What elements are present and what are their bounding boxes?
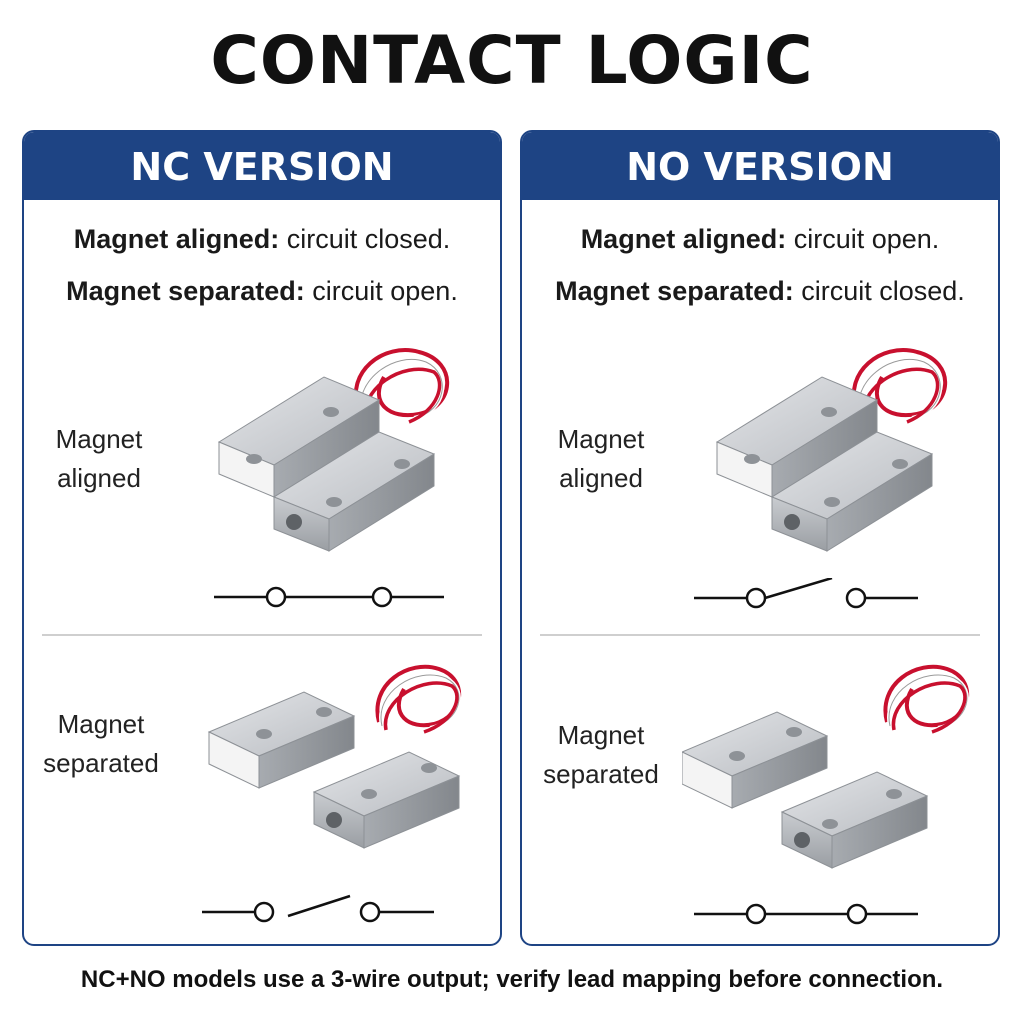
- no-separated-rule-value: circuit closed.: [801, 276, 965, 306]
- magnet-body-icon: [312, 751, 461, 849]
- switch-body-icon: [715, 376, 879, 498]
- nc-divider: [42, 634, 482, 636]
- no-aligned-circuit-open: [694, 576, 954, 618]
- magnet-body-icon: [272, 431, 436, 552]
- wire-coil-icon: [375, 664, 462, 734]
- nc-aligned-label-line2: aligned: [57, 463, 141, 493]
- nc-separated-circuit-open: [202, 892, 462, 932]
- no-separated-rule: Magnet separated: circuit closed.: [522, 276, 998, 307]
- nc-aligned-state-label: Magnet aligned: [24, 420, 174, 498]
- nc-version-panel: NC VERSION Magnet aligned: circuit close…: [22, 130, 502, 946]
- no-aligned-rule: Magnet aligned: circuit open.: [522, 224, 998, 255]
- no-aligned-rule-label: Magnet aligned:: [580, 224, 787, 254]
- nc-version-header: NC VERSION: [24, 132, 500, 200]
- switch-body-icon: [680, 711, 829, 809]
- nc-aligned-rule: Magnet aligned: circuit closed.: [24, 224, 500, 255]
- nc-aligned-rule-label: Magnet aligned:: [73, 224, 280, 254]
- no-separated-label-line1: Magnet: [557, 720, 645, 750]
- no-version-panel: NO VERSION Magnet aligned: circuit open.…: [520, 130, 1000, 946]
- no-divider: [540, 634, 980, 636]
- no-aligned-label-line2: aligned: [559, 463, 643, 493]
- nc-separated-rule-label: Magnet separated:: [66, 276, 305, 306]
- nc-aligned-rule-value: circuit closed.: [286, 224, 451, 254]
- nc-separated-sensor-illustration: [184, 644, 494, 884]
- nc-separated-label-line1: Magnet: [57, 709, 145, 739]
- no-aligned-rule-value: circuit open.: [793, 224, 940, 254]
- nc-aligned-label-line1: Magnet: [55, 424, 143, 454]
- magnet-body-icon: [780, 771, 929, 869]
- wire-coil-icon: [883, 664, 970, 734]
- nc-separated-rule-value: circuit open.: [312, 276, 458, 306]
- nc-separated-label-line2: separated: [43, 748, 159, 778]
- no-separated-state-label: Magnet separated: [526, 716, 676, 794]
- no-aligned-state-label: Magnet aligned: [526, 420, 676, 498]
- no-version-header: NO VERSION: [522, 132, 998, 200]
- no-separated-label-line2: separated: [543, 759, 659, 789]
- footer-note: NC+NO models use a 3-wire output; verify…: [80, 966, 944, 993]
- page-title: CONTACT LOGIC: [210, 22, 814, 99]
- no-aligned-sensor-illustration: [682, 332, 992, 572]
- switch-body-icon: [207, 691, 356, 789]
- no-separated-circuit-closed: [694, 894, 954, 934]
- switch-body-icon: [217, 376, 381, 498]
- nc-separated-state-label: Magnet separated: [26, 705, 176, 783]
- no-separated-sensor-illustration: [680, 644, 992, 884]
- nc-aligned-circuit-closed: [214, 577, 474, 617]
- nc-separated-rule: Magnet separated: circuit open.: [24, 276, 500, 307]
- nc-aligned-sensor-illustration: [184, 332, 494, 572]
- magnet-body-icon: [770, 431, 934, 552]
- no-separated-rule-label: Magnet separated:: [555, 276, 794, 306]
- no-aligned-label-line1: Magnet: [557, 424, 645, 454]
